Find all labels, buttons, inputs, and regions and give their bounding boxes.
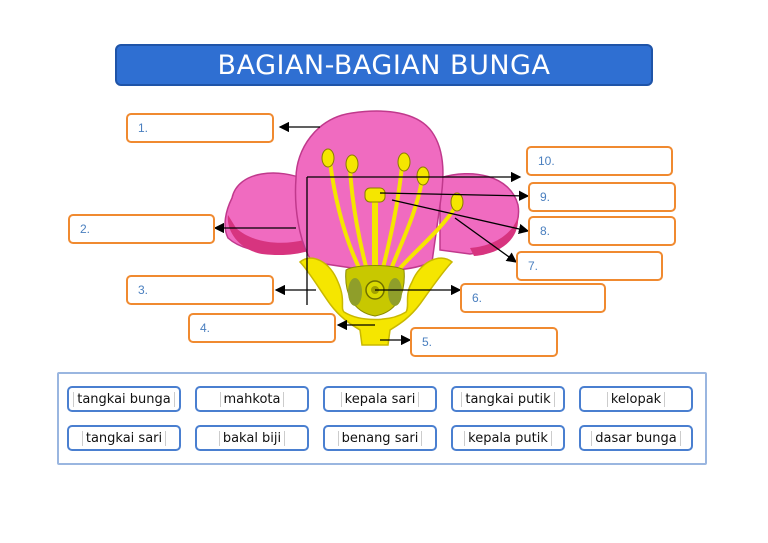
answer-box-5[interactable]: 5. [410,327,558,357]
word-tangkai-bunga[interactable]: tangkai bunga [67,386,181,412]
answer-box-6[interactable]: 6. [460,283,606,313]
answer-box-3[interactable]: 3. [126,275,274,305]
word-kepala-putik[interactable]: kepala putik [451,425,565,451]
word-label: tangkai bunga [73,391,175,407]
answer-box-8[interactable]: 8. [528,216,676,246]
petal-right-shade [470,216,519,256]
ovule-right [388,278,402,306]
word-dasar-bunga[interactable]: dasar bunga [579,425,693,451]
answer-box-number: 4. [200,321,211,335]
word-bakal-biji[interactable]: bakal biji [195,425,309,451]
answer-box-number: 3. [138,283,149,297]
word-kelopak[interactable]: kelopak [579,386,693,412]
answer-box-number: 2. [80,222,91,236]
answer-box-number: 7. [528,259,539,273]
answer-box-number: 8. [540,224,551,238]
ovule-left [348,278,362,306]
word-label: benang sari [337,430,423,446]
word-bank: tangkai bunga mahkota kepala sari tangka… [57,372,707,465]
answer-box-number: 6. [472,291,483,305]
stigma [364,187,386,203]
word-mahkota[interactable]: mahkota [195,386,309,412]
title-banner: BAGIAN-BAGIAN BUNGA [115,44,653,86]
word-label: kelopak [606,391,666,407]
answer-box-2[interactable]: 2. [68,214,215,244]
answer-box-1[interactable]: 1. [126,113,274,143]
answer-box-7[interactable]: 7. [516,251,663,281]
answer-box-number: 1. [138,121,149,135]
answer-box-number: 10. [538,154,555,168]
word-tangkai-sari[interactable]: tangkai sari [67,425,181,451]
word-label: kepala putik [464,430,552,446]
answer-box-number: 9. [540,190,551,204]
word-kepala-sari[interactable]: kepala sari [323,386,437,412]
answer-box-10[interactable]: 10. [526,146,673,176]
answer-box-number: 5. [422,335,433,349]
pointer-lines [213,121,530,346]
word-tangkai-putik[interactable]: tangkai putik [451,386,565,412]
word-benang-sari[interactable]: benang sari [323,425,437,451]
word-label: tangkai sari [81,430,167,446]
word-label: tangkai putik [461,391,555,407]
anthers [321,148,464,212]
word-label: mahkota [219,391,285,407]
page-title: BAGIAN-BAGIAN BUNGA [217,49,551,81]
word-label: dasar bunga [591,430,681,446]
word-label: bakal biji [218,430,286,446]
answer-box-9[interactable]: 9. [528,182,676,212]
answer-box-4[interactable]: 4. [188,313,336,343]
sepals [298,257,454,346]
word-label: kepala sari [340,391,420,407]
